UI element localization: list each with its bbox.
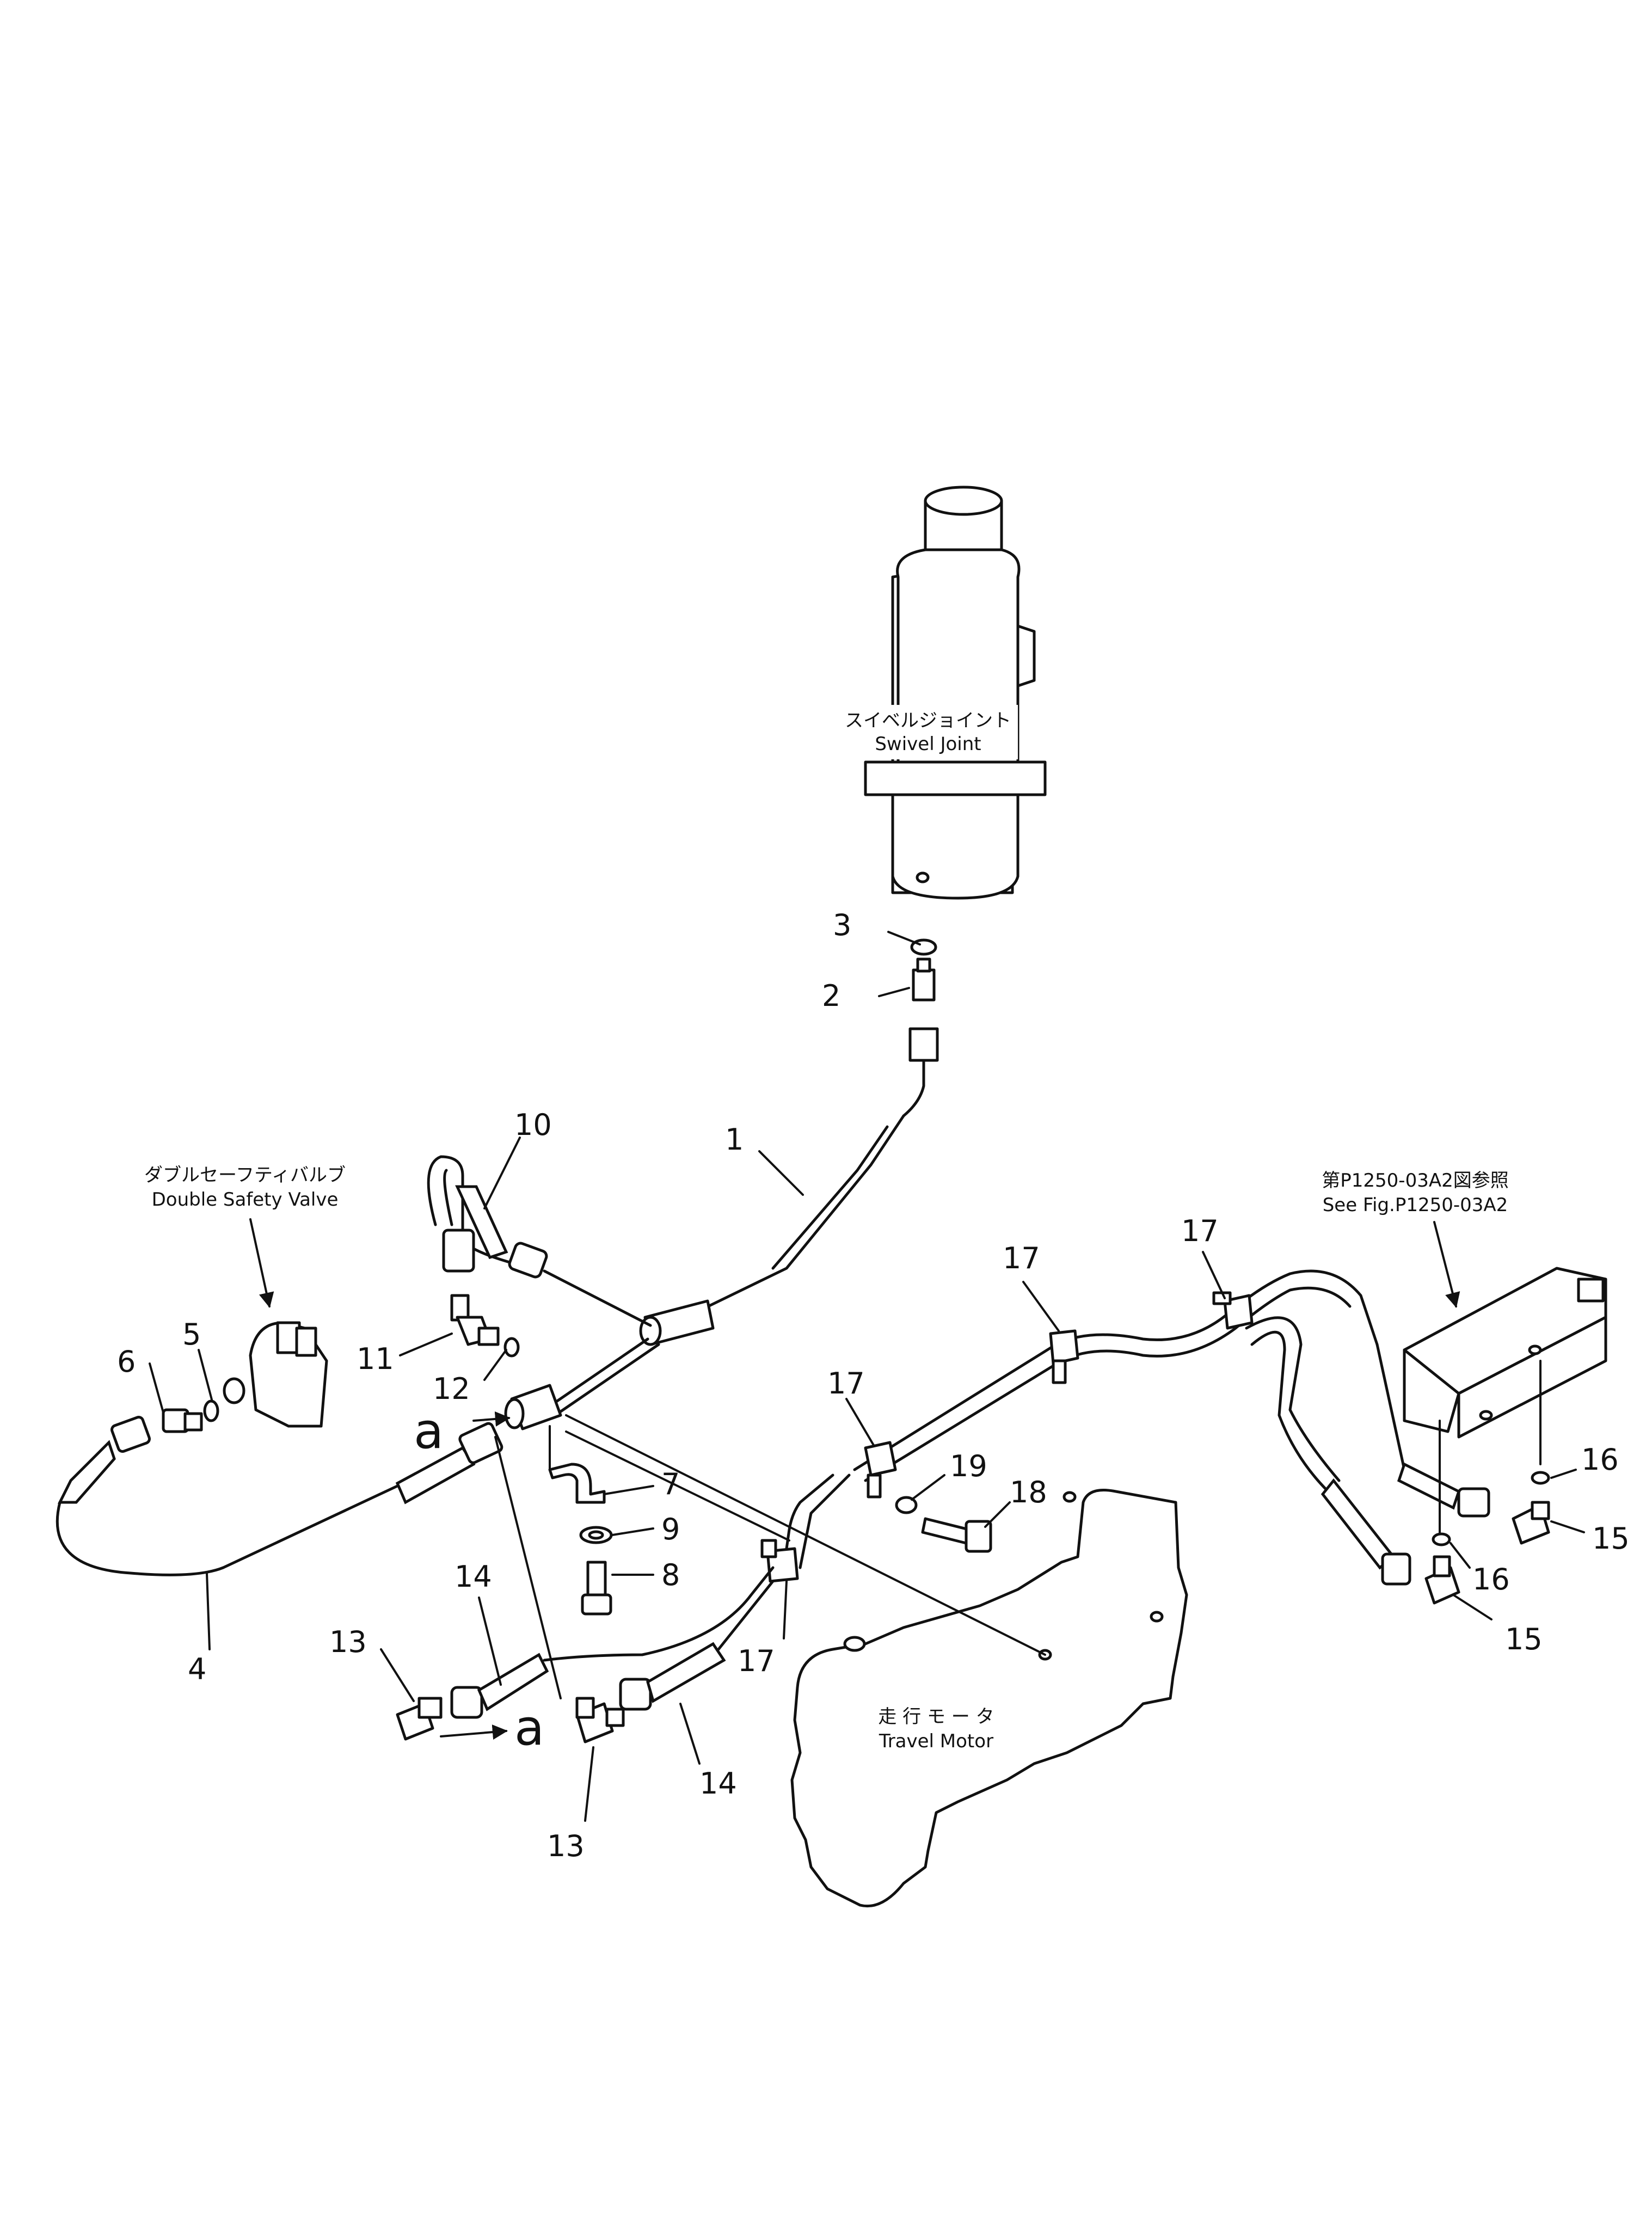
travel-motor-drawing (790, 1489, 1188, 1908)
connector-a (504, 1384, 562, 1430)
callout-2: 2 (822, 979, 840, 1013)
callout-9: 9 (661, 1512, 680, 1546)
hose-part-14-b (619, 1580, 775, 1711)
callout-3: 3 (833, 908, 851, 942)
swivel-joint-label-en: Swivel Joint (875, 733, 981, 755)
connector-part-6 (162, 1408, 203, 1433)
hose-right-lower (1321, 1478, 1411, 1586)
hose-10-line (543, 1269, 652, 1327)
callout-14-a: 14 (455, 1559, 492, 1594)
callout-7: 7 (661, 1467, 680, 1501)
callout-13-b: 13 (547, 1829, 585, 1863)
callout-16-a: 16 (1581, 1442, 1619, 1477)
callout-15-b: 15 (1505, 1622, 1543, 1656)
hose-part-10 (427, 1155, 548, 1279)
travel-motor-leader-1 (565, 1414, 1046, 1656)
travel-motor-label-jp: 走 行 モ ー タ (878, 1706, 994, 1728)
callout-16-b: 16 (1472, 1562, 1510, 1597)
o-ring-part-5 (203, 1399, 219, 1422)
clamp-part-17-c (1212, 1291, 1254, 1330)
callout-12: 12 (433, 1372, 470, 1406)
elbow-part-11 (450, 1294, 500, 1346)
o-ring-part-16-a (1531, 1471, 1550, 1485)
see-fig-label-jp: 第P1250-03A2図参照 (1322, 1170, 1508, 1192)
callout-14-b: 14 (699, 1766, 737, 1801)
swivel-joint-label-jp: スイベルジョイント (845, 710, 1011, 732)
control-valve-drawing (1403, 1267, 1607, 1439)
elbow-part-13-a (396, 1697, 443, 1741)
tube-part-1 (673, 1114, 905, 1322)
bolt-part-8 (581, 1561, 612, 1616)
callout-10: 10 (514, 1108, 552, 1142)
o-ring-part-16-b (1432, 1532, 1451, 1546)
callout-17-d: 17 (738, 1644, 775, 1678)
branch-tube-right (1245, 1316, 1341, 1482)
main-tube-lower-edge (799, 1473, 851, 1569)
double-safety-valve-drawing (223, 1321, 328, 1428)
see-fig-label: 第P1250-03A2図参照 See Fig.P1250-03A2 (1322, 1170, 1508, 1216)
double-safety-valve-label: ダブルセーフティバルブ Double Safety Valve (144, 1164, 346, 1211)
see-fig-pointer (1433, 1221, 1460, 1308)
callout-13-a: 13 (329, 1625, 367, 1659)
travel-motor-leader-2 (565, 1430, 790, 1542)
view-mark-a2: a (514, 1699, 544, 1757)
branch-tube-right-edge (1250, 1330, 1330, 1493)
callout-17-b: 17 (1003, 1241, 1040, 1275)
callout-18: 18 (1010, 1475, 1047, 1509)
double-safety-valve-pointer (249, 1218, 274, 1308)
clamp-part-17-a (864, 1441, 897, 1499)
callout-8: 8 (661, 1558, 680, 1592)
hose-part-14-a (450, 1566, 775, 1719)
callout-11: 11 (357, 1342, 394, 1376)
see-fig-label-en: See Fig.P1250-03A2 (1323, 1194, 1508, 1216)
tee-block (639, 1299, 715, 1346)
elbow-part-13-b (575, 1697, 625, 1743)
leader-lines (149, 931, 1585, 1822)
callout-15-a: 15 (1592, 1521, 1630, 1556)
callout-17-a: 17 (827, 1366, 865, 1401)
main-tube-upper-edge (864, 1286, 1352, 1482)
clamp-part-17-d (760, 1539, 799, 1583)
swivel-joint-drawing (864, 486, 1047, 900)
bolt-part-18 (921, 1517, 992, 1553)
hose-part-4 (56, 1416, 503, 1576)
view-mark-a1: a (414, 1403, 444, 1460)
clamp-part-17-b (1049, 1329, 1079, 1384)
elbow-part-15-a (1512, 1501, 1550, 1545)
washer-hole (588, 1530, 604, 1540)
clamp-part-7 (548, 1463, 606, 1504)
washer-part-19 (895, 1496, 918, 1514)
tube-bend-part-1 (902, 1059, 925, 1118)
o-ring-part-12 (503, 1337, 520, 1358)
travel-motor-label: 走 行 モ ー タ Travel Motor (841, 1704, 1037, 1758)
double-safety-valve-label-jp: ダブルセーフティバルブ (144, 1164, 346, 1186)
callout-numbers: 3 2 1 10 11 12 5 6 7 9 8 4 14 13 13 14 1… (117, 908, 1630, 1863)
double-safety-valve-label-en: Double Safety Valve (152, 1189, 339, 1211)
travel-motor-label-en: Travel Motor (879, 1730, 993, 1752)
callout-4: 4 (188, 1652, 206, 1686)
callout-19: 19 (950, 1449, 987, 1483)
elbow-part-2 (908, 957, 939, 1062)
tube-part-1-edge (771, 1125, 889, 1270)
manifold-tube-edge (554, 1343, 660, 1417)
main-tube-lower (782, 1473, 834, 1569)
callout-6: 6 (117, 1344, 136, 1379)
elbow-part-15-b (1424, 1555, 1460, 1605)
callout-1: 1 (725, 1122, 744, 1157)
callout-5: 5 (182, 1317, 201, 1352)
swivel-joint-label: スイベルジョイント Swivel Joint (838, 705, 1018, 759)
view-arrow-a1 (472, 1411, 511, 1427)
view-arrow-a2 (440, 1724, 508, 1740)
callout-17-c: 17 (1181, 1214, 1219, 1248)
